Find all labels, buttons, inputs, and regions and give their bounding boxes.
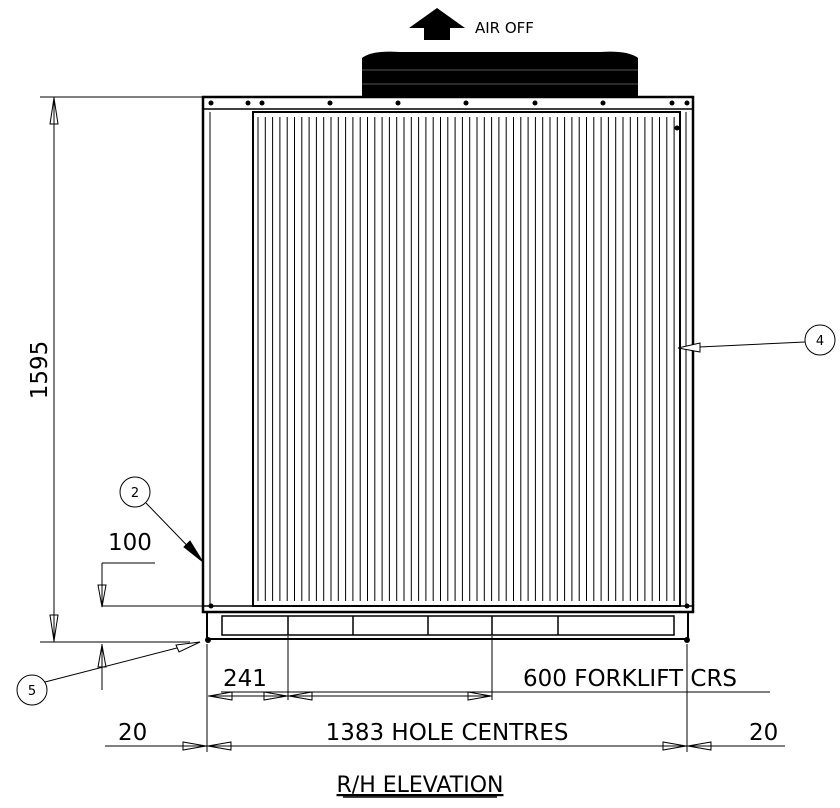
callout-5 [16,641,201,706]
drawing-title: R/H ELEVATION [337,773,504,798]
air-off-label: AIR OFF [475,19,534,37]
base-skid [205,611,690,643]
dimension-offset-label: 100 [108,530,152,556]
callout-4 [677,324,836,356]
callout-2 [119,476,204,563]
fan-shroud [362,51,638,96]
dimension-height [40,96,203,643]
dimension-left-20-label: 20 [118,720,147,746]
dimension-right-20-label: 20 [749,720,778,746]
air-direction: AIR OFF [409,8,534,40]
dimension-forklift-label: 600 FORKLIFT CRS [523,666,737,692]
dimension-offset [97,562,203,690]
dimension-height-label: 1595 [27,341,53,400]
unit-frame [201,95,695,614]
callout-4-label: 4 [816,334,824,349]
callout-2-label: 2 [131,486,139,501]
dimension-hole-centres [105,644,785,752]
dimension-241-label: 241 [223,666,267,692]
dimension-forklift [208,636,770,701]
up-arrow-icon [409,8,465,40]
dimension-hole-centres-label: 1383 HOLE CENTRES [326,720,569,746]
callout-5-label: 5 [28,684,36,699]
